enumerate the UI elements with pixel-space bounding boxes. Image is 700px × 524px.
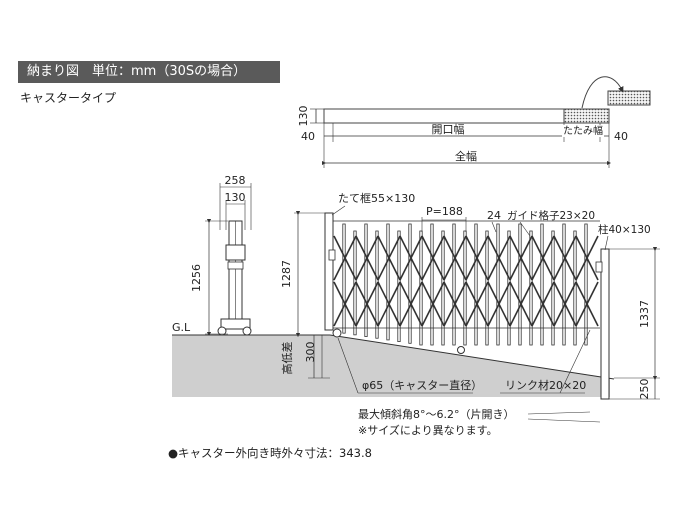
gate-guide-bar	[364, 223, 368, 337]
post-label: 柱40×130	[598, 223, 651, 236]
scissor-link	[553, 235, 577, 281]
scissor-link	[443, 235, 467, 281]
gate-guide-bars	[342, 223, 588, 346]
ground-level-label: G.L	[172, 321, 191, 334]
scissor-link	[509, 235, 533, 281]
guide-label: ガイド格子23×20	[507, 209, 595, 222]
scissor-link	[575, 235, 599, 281]
caster-diameter-label: φ65（キャスター直径）	[362, 378, 482, 392]
scissor-link	[355, 281, 379, 327]
scissor-link	[465, 281, 489, 327]
plan-folded-box-open	[607, 90, 651, 106]
side-caster-right	[242, 326, 252, 336]
plan-right-clearance: 40	[614, 130, 628, 143]
plan-left-clearance: 40	[301, 130, 315, 143]
gate-scissor-links	[333, 235, 599, 327]
post-embed-250: 250	[638, 379, 651, 400]
gate-caster-front	[332, 328, 342, 338]
gate-guide-bar	[496, 223, 500, 346]
side-width-inner: 130	[225, 191, 246, 204]
ground-slope-area	[172, 335, 610, 397]
gate-guide-bar	[408, 223, 412, 344]
frame-label: たて框55×130	[338, 192, 415, 205]
scissor-link	[465, 235, 489, 281]
pitch-label: P=188	[426, 205, 463, 218]
scissor-link	[575, 281, 599, 327]
scissor-link	[509, 281, 533, 327]
link-material-label: リンク材20×20	[505, 378, 586, 392]
scissor-link	[333, 235, 357, 281]
scissor-link	[487, 235, 511, 281]
scissor-link	[531, 235, 555, 281]
plan-view: 130 40 40 開口幅 たたみ幅 全幅	[297, 76, 651, 168]
gate-end-frame	[324, 212, 334, 331]
scissor-link	[377, 235, 401, 281]
gate-guide-bar	[452, 223, 456, 346]
front-view: 1287 1337 250 300 高低差 たて框55×130 P=188	[280, 192, 660, 437]
scissor-link	[443, 281, 467, 327]
scissor-link	[399, 281, 423, 327]
guide-number: 24	[487, 209, 501, 222]
gate-guide-bar	[562, 223, 566, 346]
scissor-link	[355, 235, 379, 281]
gate-guide-bar	[474, 223, 478, 346]
side-width-outer: 258	[225, 174, 246, 187]
gate-guide-bar	[430, 223, 434, 346]
size-note: ※サイズにより異なります。	[358, 423, 498, 437]
caster-type-label: キャスタータイプ	[20, 91, 117, 105]
scissor-link	[377, 281, 401, 327]
gate-guide-bar	[518, 223, 522, 346]
total-width-label: 全幅	[455, 149, 477, 163]
side-height-1256: 1256	[190, 264, 203, 292]
side-handle	[225, 244, 246, 261]
plan-depth-130: 130	[297, 106, 310, 127]
fold-arc-arrow	[581, 76, 624, 109]
level-diff-300: 300	[304, 342, 317, 363]
gate-guide-bar	[386, 223, 390, 341]
folded-width-label: たたみ幅	[563, 124, 603, 137]
gate-guide-bar	[584, 223, 588, 346]
scissor-link	[421, 235, 445, 281]
plan-folded-bar	[563, 108, 610, 124]
scissor-link	[333, 281, 357, 327]
level-diff-label: 高低差	[280, 342, 294, 375]
gate-guide-bar	[342, 223, 346, 334]
gate-guide-bar	[540, 223, 544, 346]
ground: G.L	[172, 321, 615, 397]
opening-width-label: 開口幅	[432, 123, 465, 136]
scissor-link	[553, 281, 577, 327]
post-height-1337: 1337	[638, 300, 651, 328]
scissor-link	[421, 281, 445, 327]
gate-height-1287: 1287	[280, 260, 293, 288]
caster-outer-dimension-note: ●キャスター外向き時外々寸法：343.8	[168, 446, 372, 460]
slope-angle-label: 最大傾斜角8°～6.2°（片開き）	[358, 407, 515, 421]
title-banner: 納まり図 単位：mm（30Sの場合）	[18, 61, 280, 83]
scissor-link	[531, 281, 555, 327]
scissor-link	[487, 281, 511, 327]
plan-opening-bar	[323, 108, 565, 124]
scissor-link	[399, 235, 423, 281]
